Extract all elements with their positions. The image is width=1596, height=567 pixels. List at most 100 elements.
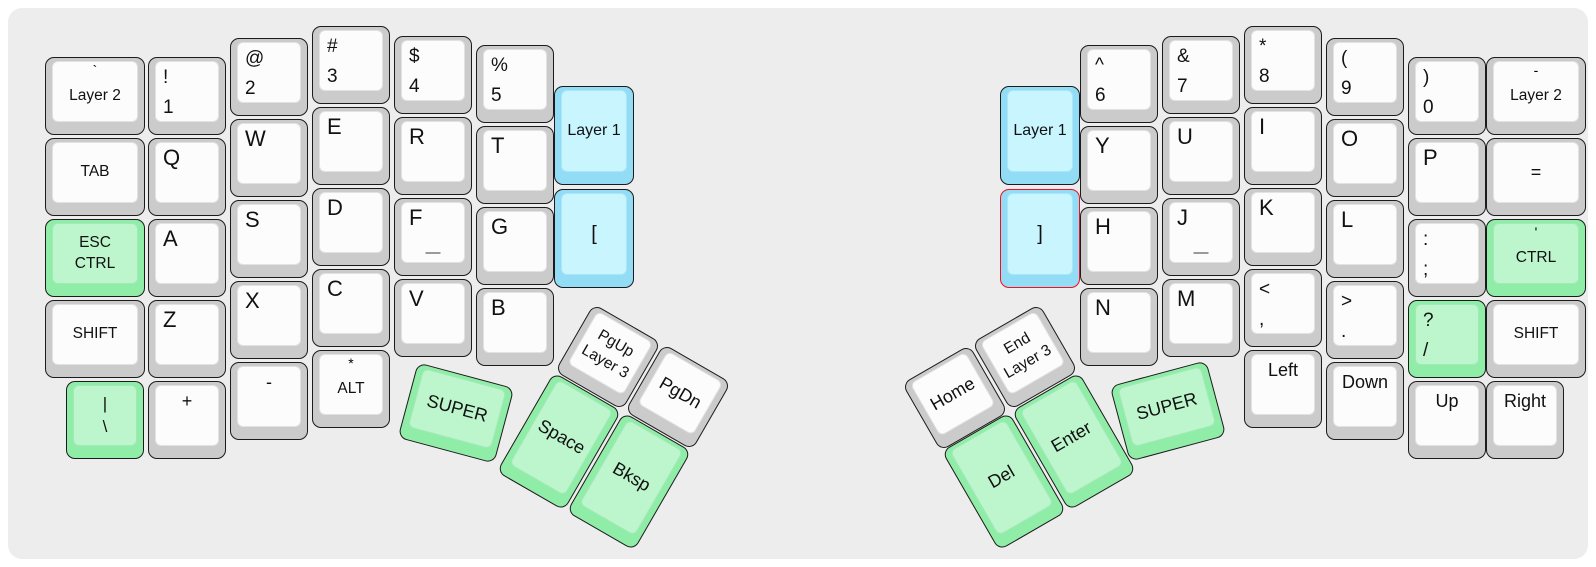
key-6[interactable]: ^6 <box>1080 45 1158 123</box>
key-minus[interactable]: - <box>230 362 308 440</box>
key-u[interactable]: U <box>1162 117 1240 195</box>
key-7[interactable]: &7 <box>1162 36 1240 114</box>
key-y[interactable]: Y <box>1080 126 1158 204</box>
key-g-label: G <box>491 214 509 239</box>
key-period[interactable]: >. <box>1326 281 1404 359</box>
key-del-label: Del <box>984 461 1019 493</box>
key-x[interactable]: X <box>230 281 308 359</box>
key-5-legend: %5 <box>484 50 546 109</box>
key-c[interactable]: C <box>312 269 390 347</box>
key-grave-layer2-shifted-label: ` <box>92 62 98 78</box>
key-f[interactable]: F <box>394 198 472 276</box>
key-plus[interactable]: + <box>148 381 226 459</box>
key-k[interactable]: K <box>1244 188 1322 266</box>
key-shift-right[interactable]: SHIFT <box>1486 300 1586 378</box>
key-v[interactable]: V <box>394 279 472 357</box>
key-super-left-cap: SUPER <box>407 368 507 450</box>
key-3[interactable]: #3 <box>312 26 390 104</box>
key-shift-left-label: SHIFT <box>72 325 118 343</box>
key-p[interactable]: P <box>1408 138 1486 216</box>
key-8-label: 8 <box>1259 66 1270 87</box>
key-b[interactable]: B <box>476 288 554 366</box>
key-e-legend: E <box>320 112 382 171</box>
key-minus-layer2[interactable]: -Layer 2 <box>1486 57 1586 135</box>
key-minus-cap: - <box>237 366 301 427</box>
key-m[interactable]: M <box>1162 279 1240 357</box>
key-pgdn-label: PgDn <box>656 372 706 413</box>
key-slash[interactable]: ?/ <box>1408 300 1486 378</box>
key-t[interactable]: T <box>476 126 554 204</box>
key-s[interactable]: S <box>230 200 308 278</box>
key-d[interactable]: D <box>312 188 390 266</box>
key-e[interactable]: E <box>312 107 390 185</box>
key-pipe-backslash-legend: |\ <box>74 386 136 445</box>
key-w[interactable]: W <box>230 119 308 197</box>
key-z[interactable]: Z <box>148 300 226 378</box>
key-6-label: ^ <box>1095 55 1104 76</box>
key-alt-legend: ALT <box>320 355 382 414</box>
key-down-arrow[interactable]: Down <box>1326 362 1404 440</box>
key-i[interactable]: I <box>1244 107 1322 185</box>
key-8[interactable]: *8 <box>1244 26 1322 104</box>
key-alt[interactable]: *ALT <box>312 350 390 428</box>
key-g[interactable]: G <box>476 207 554 285</box>
key-1[interactable]: !1 <box>148 57 226 135</box>
key-t-label: T <box>491 133 505 158</box>
key-semicolon-cap: :; <box>1415 223 1479 284</box>
key-t-legend: T <box>484 131 546 190</box>
key-c-cap: C <box>319 273 383 334</box>
key-r[interactable]: R <box>394 117 472 195</box>
key-i-label: I <box>1259 114 1266 139</box>
key-quote-ctrl[interactable]: 'CTRL <box>1486 219 1586 297</box>
key-2[interactable]: @2 <box>230 38 308 116</box>
key-right-arrow-cap: Right <box>1493 385 1557 446</box>
key-l[interactable]: L <box>1326 200 1404 278</box>
key-left-arrow-legend: Left <box>1252 355 1314 414</box>
key-minus-layer2-shifted-label: - <box>1533 62 1539 78</box>
key-up-arrow[interactable]: Up <box>1408 381 1486 459</box>
key-4-cap: $4 <box>401 40 465 101</box>
key-q[interactable]: Q <box>148 138 226 216</box>
key-h[interactable]: H <box>1080 207 1158 285</box>
key-o-legend: O <box>1334 124 1396 183</box>
key-left-bracket[interactable]: [ <box>554 189 634 288</box>
key-j[interactable]: J <box>1162 198 1240 276</box>
key-9[interactable]: (9 <box>1326 38 1404 116</box>
key-period-label: > <box>1341 291 1353 312</box>
key-a[interactable]: A <box>148 219 226 297</box>
key-4[interactable]: $4 <box>394 36 472 114</box>
key-comma[interactable]: <, <box>1244 269 1322 347</box>
key-0[interactable]: )0 <box>1408 57 1486 135</box>
key-f-legend: F <box>402 203 464 262</box>
key-grave-layer2[interactable]: `Layer 2 <box>45 57 145 135</box>
key-semicolon[interactable]: :; <box>1408 219 1486 297</box>
key-super-right[interactable]: SUPER <box>1109 360 1227 462</box>
key-left-arrow[interactable]: Left <box>1244 350 1322 428</box>
key-4-label: $ <box>409 46 420 67</box>
key-right-bracket[interactable]: ] <box>1000 189 1080 288</box>
key-grave-layer2-cap: `Layer 2 <box>52 61 138 122</box>
key-o[interactable]: O <box>1326 119 1404 197</box>
key-w-label: W <box>245 126 266 151</box>
key-pipe-backslash[interactable]: |\ <box>66 381 144 459</box>
key-8-cap: *8 <box>1251 30 1315 91</box>
key-super-left[interactable]: SUPER <box>397 362 515 464</box>
key-layer1-right[interactable]: Layer 1 <box>1000 86 1080 185</box>
key-equals-cap: = <box>1493 142 1579 203</box>
key-1-label: 1 <box>163 97 174 118</box>
key-semicolon-label: ; <box>1423 259 1429 280</box>
key-equals[interactable]: = <box>1486 138 1586 216</box>
key-j-label: J <box>1177 205 1188 230</box>
key-up-arrow-cap: Up <box>1415 385 1479 446</box>
key-9-label: 9 <box>1341 78 1352 99</box>
key-5[interactable]: %5 <box>476 45 554 123</box>
key-d-label: D <box>327 195 343 220</box>
key-layer1-left[interactable]: Layer 1 <box>554 86 634 185</box>
key-shift-left[interactable]: SHIFT <box>45 300 145 378</box>
key-right-arrow[interactable]: Right <box>1486 381 1564 459</box>
key-tab[interactable]: TAB <box>45 138 145 216</box>
key-n[interactable]: N <box>1080 288 1158 366</box>
